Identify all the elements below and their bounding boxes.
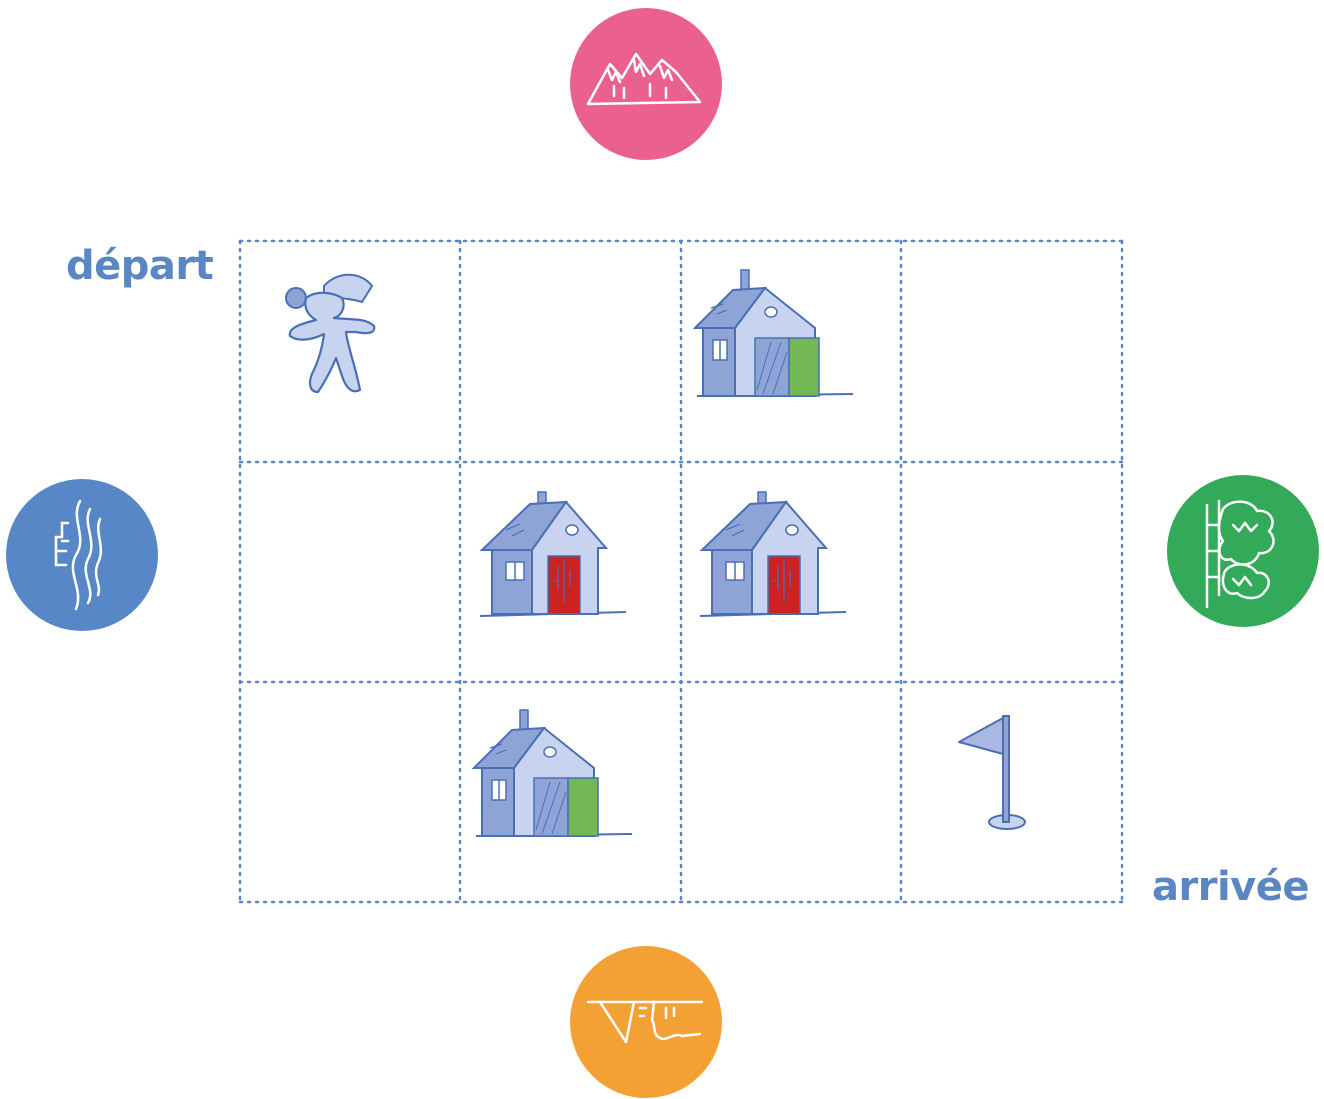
character-icon bbox=[276, 268, 386, 402]
mountain-icon bbox=[570, 8, 722, 160]
forest-circle bbox=[1167, 475, 1319, 627]
house-red-icon bbox=[698, 490, 848, 624]
flag-icon bbox=[955, 712, 1035, 840]
house-green-icon bbox=[472, 708, 637, 847]
cliff-icon bbox=[570, 946, 722, 1098]
cliff-circle bbox=[570, 946, 722, 1098]
house-red-icon bbox=[478, 490, 628, 624]
river-icon bbox=[6, 479, 158, 631]
river-circle bbox=[6, 479, 158, 631]
mountain-circle bbox=[570, 8, 722, 160]
house-green-icon bbox=[693, 268, 858, 407]
forest-icon bbox=[1167, 475, 1319, 627]
